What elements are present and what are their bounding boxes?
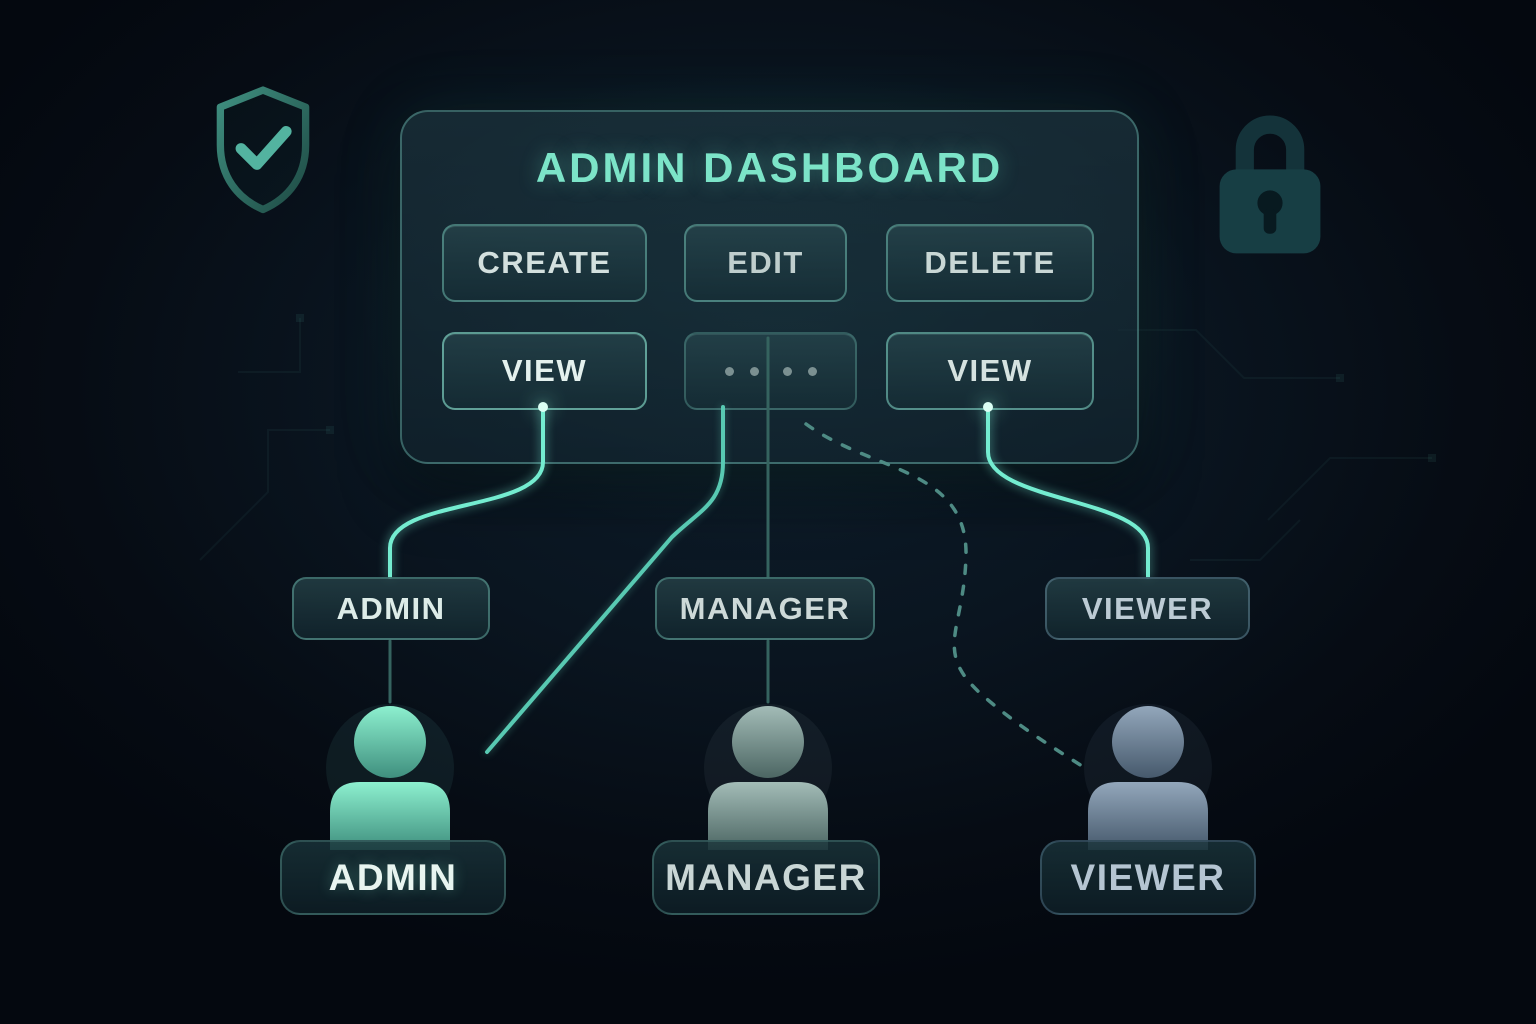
delete-button[interactable]: DELETE [886, 224, 1094, 302]
user-label-manager: MANAGER [652, 840, 880, 915]
dot-group [782, 366, 817, 376]
dot-icon [724, 366, 734, 376]
glow-node-right [983, 402, 993, 412]
panel-title: ADMIN DASHBOARD [535, 144, 1004, 191]
connector-view-to-admin [388, 405, 545, 579]
shield-check-icon [216, 86, 310, 214]
manager-avatar [704, 704, 832, 850]
lock-icon [1219, 115, 1321, 254]
role-pill-viewer[interactable]: VIEWER [1045, 577, 1250, 640]
dot-icon [782, 366, 792, 376]
role-pill-admin[interactable]: ADMIN [292, 577, 490, 640]
viewer-avatar [1084, 704, 1212, 850]
glow-node-left [538, 402, 548, 412]
role-pill-manager[interactable]: MANAGER [655, 577, 875, 640]
connector-view-to-viewer [986, 405, 1150, 579]
user-label-viewer: VIEWER [1040, 840, 1256, 915]
dot-group [724, 366, 759, 376]
admin-avatar [326, 704, 454, 850]
dot-icon [807, 366, 817, 376]
dot-icon [749, 366, 759, 376]
create-button[interactable]: CREATE [442, 224, 647, 302]
view-button-viewer[interactable]: VIEW [886, 332, 1094, 410]
user-label-admin: ADMIN [280, 840, 506, 915]
ellipsis-dots-button[interactable] [684, 332, 857, 410]
connector-dots-to-admin-avatar [485, 405, 725, 754]
edit-button[interactable]: EDIT [684, 224, 847, 302]
connector-dashed-to-viewer-avatar [804, 422, 1084, 768]
